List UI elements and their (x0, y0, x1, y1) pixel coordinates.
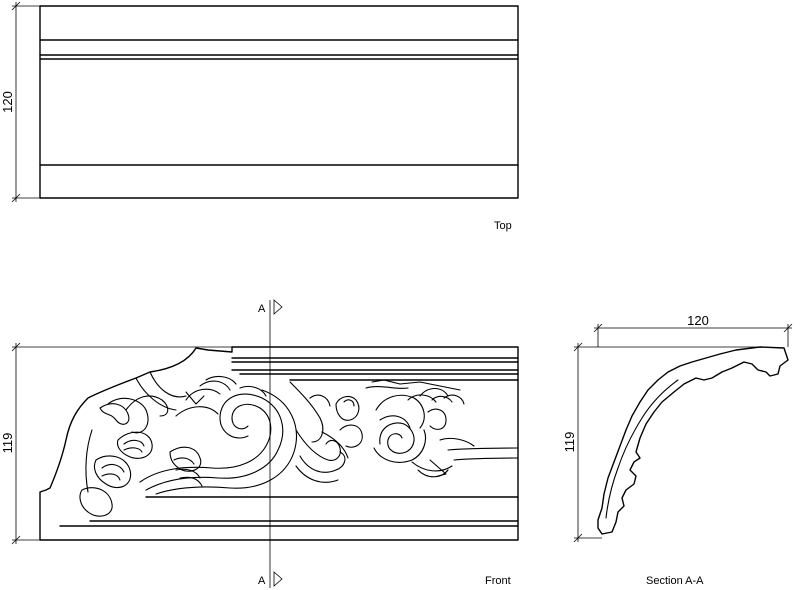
top-view-dimension: 120 (0, 1, 40, 203)
section-height-dimension: 119 (562, 342, 760, 543)
front-view: A A 119 Front (0, 299, 519, 588)
section-profile (597, 346, 789, 535)
top-view-outline (39, 5, 519, 199)
section-width-dimension: 120 (593, 313, 793, 347)
section-line: A A (258, 299, 283, 588)
section-marker-bottom: A (258, 575, 266, 587)
front-view-ornament (79, 371, 519, 517)
top-view-dimension-text: 120 (0, 91, 15, 113)
section-view: 120 119 Section A-A (562, 313, 793, 587)
section-width-text: 120 (687, 313, 709, 328)
section-view-label: Section A-A (646, 575, 704, 587)
top-view: 120 Top (0, 1, 519, 232)
front-view-dimension-text: 119 (0, 433, 15, 454)
front-view-dimension: 119 (0, 342, 232, 545)
front-view-label: Front (485, 575, 511, 587)
section-marker-top: A (258, 303, 266, 315)
top-view-label: Top (494, 220, 512, 232)
front-view-outline (39, 346, 519, 541)
section-height-text: 119 (562, 432, 577, 453)
